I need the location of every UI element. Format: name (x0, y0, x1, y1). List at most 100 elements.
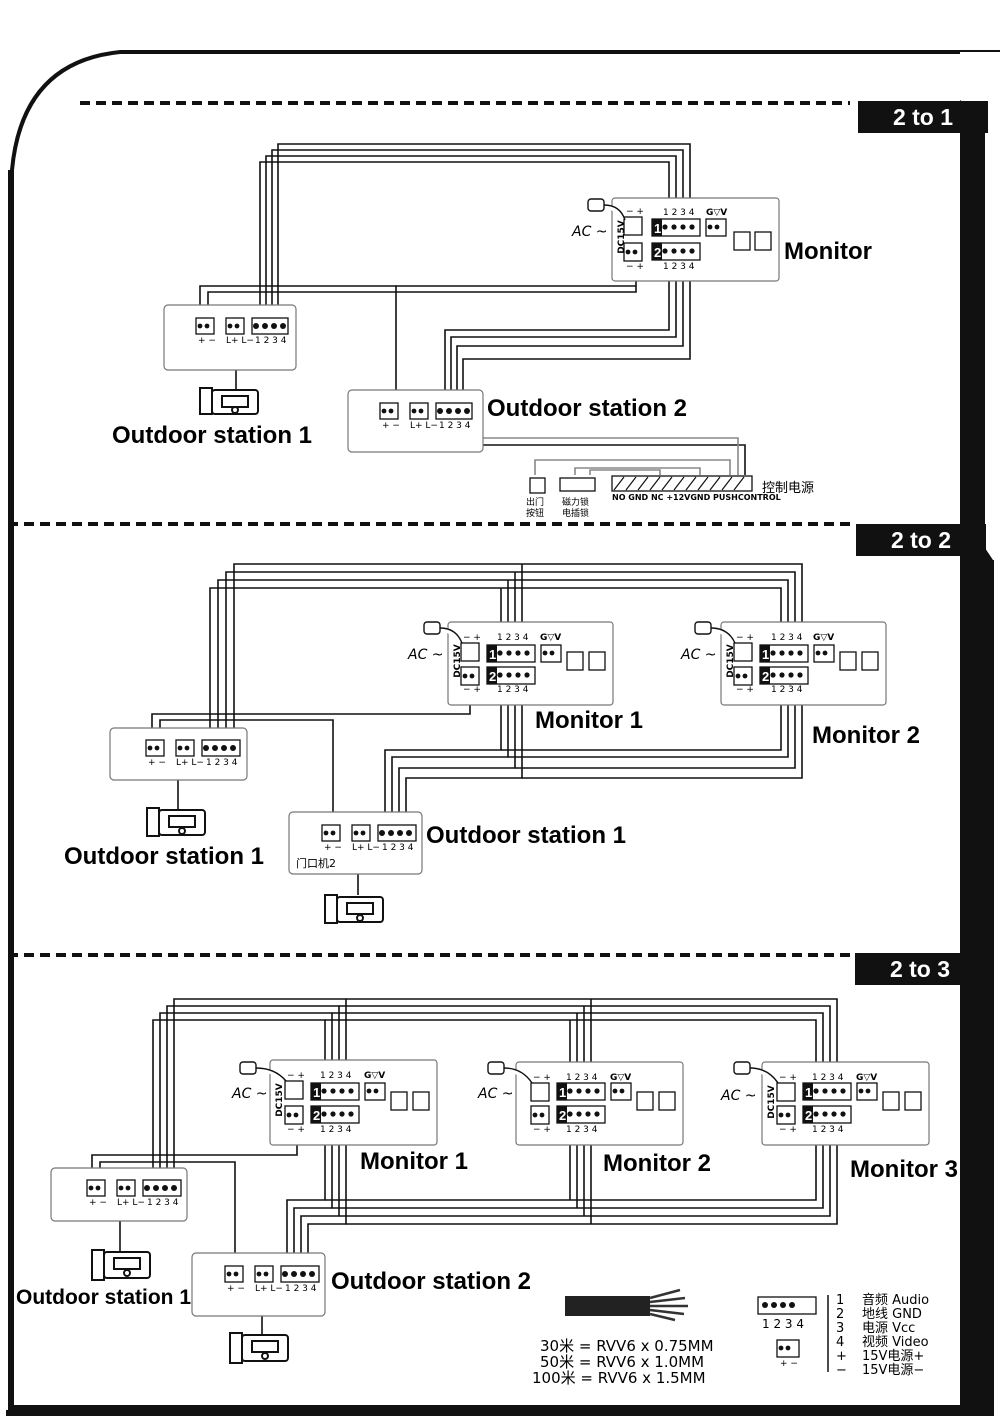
ac-label: AC ~ (408, 647, 444, 663)
pin-dot (293, 1112, 299, 1118)
pin-dot (707, 224, 713, 230)
dc15v-label: DC15V (766, 1085, 777, 1119)
pin-dot (348, 1088, 354, 1094)
lock-pin-label: L+ L− (226, 336, 254, 346)
lock-pin-label: L+ L− (255, 1284, 283, 1294)
pin-dot (567, 1111, 573, 1117)
power-pin-label: − + (736, 685, 754, 695)
pin-dot (177, 745, 183, 751)
power-pin-label: − + (287, 1071, 305, 1081)
pin-dot (497, 672, 503, 678)
ac-label: AC ~ (572, 224, 608, 240)
pin-dot (662, 248, 668, 254)
pin-dot (778, 1345, 784, 1351)
pin-dot (680, 248, 686, 254)
pins-label: 1 2 3 4 (320, 1071, 352, 1081)
svg-text:1: 1 (805, 1085, 812, 1100)
pin-dot (366, 1088, 372, 1094)
pin-dot (778, 1112, 784, 1118)
ac-adapter-icon (487, 1061, 533, 1084)
pins-label: 1 2 3 4 (663, 262, 695, 272)
svg-text:1: 1 (489, 647, 496, 662)
pin-dot (632, 249, 638, 255)
pin-dot (286, 1112, 292, 1118)
s1-exit-button-label: 出门 按钮 (526, 498, 545, 519)
pins-label: 1 2 3 4 (497, 633, 529, 643)
pins-label: 1 2 3 4 (382, 843, 414, 853)
pin-dot (506, 650, 512, 656)
s1-outdoor1-label: Outdoor station 1 (112, 422, 312, 449)
section-tag-2to2: 2 to 2 (856, 524, 986, 556)
pins-label: 1 2 3 4 (147, 1198, 179, 1208)
svg-text:1: 1 (654, 221, 661, 236)
pin-dot (184, 745, 190, 751)
gv-label: G▽V (610, 1073, 632, 1083)
pins-label: 1 2 3 4 (497, 685, 529, 695)
pin-dot (373, 1088, 379, 1094)
s1-monitor-label: Monitor (784, 238, 872, 265)
pin-dot (532, 1112, 538, 1118)
pin-dot (612, 1088, 618, 1094)
pin-dot (353, 830, 359, 836)
camera-icon (91, 1249, 151, 1281)
pin-dot (585, 1088, 591, 1094)
pin-dot (125, 1185, 131, 1191)
gv-label: G▽V (813, 633, 835, 643)
pin-dot (840, 1088, 846, 1094)
power-pin-label: − + (736, 633, 754, 643)
svg-text:2: 2 (654, 245, 661, 260)
pin-dot (226, 1271, 232, 1277)
pins-label: 1 2 3 4 (566, 1073, 598, 1083)
power-pin-label: − + (779, 1073, 797, 1083)
pin-dot (822, 1088, 828, 1094)
pin-dot (379, 830, 385, 836)
pin-dot (227, 323, 233, 329)
power-pin-label: − + (626, 262, 644, 272)
camera-icon (229, 1332, 289, 1364)
pin-dot (735, 673, 741, 679)
cable-icon (565, 1288, 688, 1322)
section-tag-2to1: 2 to 1 (858, 101, 988, 133)
lock-pin-label: L+ L− (410, 421, 438, 431)
pins-label: 1 2 3 4 (771, 685, 803, 695)
pin-dot (858, 1088, 864, 1094)
pin-dot (662, 224, 668, 230)
pin-dot (153, 1185, 159, 1191)
pin-dot (779, 650, 785, 656)
pin-dot (256, 1271, 262, 1277)
ac-label: AC ~ (232, 1086, 268, 1102)
power-pin-label: − + (533, 1125, 551, 1135)
pin-dot (330, 1111, 336, 1117)
cable-spec-30: 30米 = RVV6 x 0.75MM (540, 1337, 714, 1355)
pin-dot (437, 408, 443, 414)
pin-dot (671, 224, 677, 230)
legend-row: −15V电源− (836, 1363, 925, 1378)
pin-dot (585, 1111, 591, 1117)
s2-monitor1-label: Monitor 1 (535, 707, 643, 734)
ac-adapter-icon (587, 198, 626, 221)
pin-dot (515, 672, 521, 678)
pin-dot (788, 650, 794, 656)
lock-pin-label: L+ L− (117, 1198, 145, 1208)
pin-dot (212, 745, 218, 751)
pin-dot (95, 1185, 101, 1191)
pin-dot (770, 672, 776, 678)
pins-label: 1 2 3 4 (663, 208, 695, 218)
svg-text:2: 2 (559, 1108, 566, 1123)
pin-dot (797, 672, 803, 678)
svg-text:2: 2 (805, 1108, 812, 1123)
s2-outdoor1-left-label: Outdoor station 1 (64, 843, 264, 870)
gv-label: G▽V (540, 633, 562, 643)
pin-dot (780, 1302, 786, 1308)
lock-pin-label: L+ L− (352, 843, 380, 853)
power-pin-label: + − (324, 843, 342, 853)
ac-adapter-icon (694, 621, 736, 644)
ac-label: AC ~ (721, 1088, 757, 1104)
pin-dot (154, 745, 160, 751)
pin-dot (549, 650, 555, 656)
pin-dot (411, 408, 417, 414)
legend-row: +15V电源+ (836, 1349, 925, 1364)
wire-group (91, 143, 838, 1335)
